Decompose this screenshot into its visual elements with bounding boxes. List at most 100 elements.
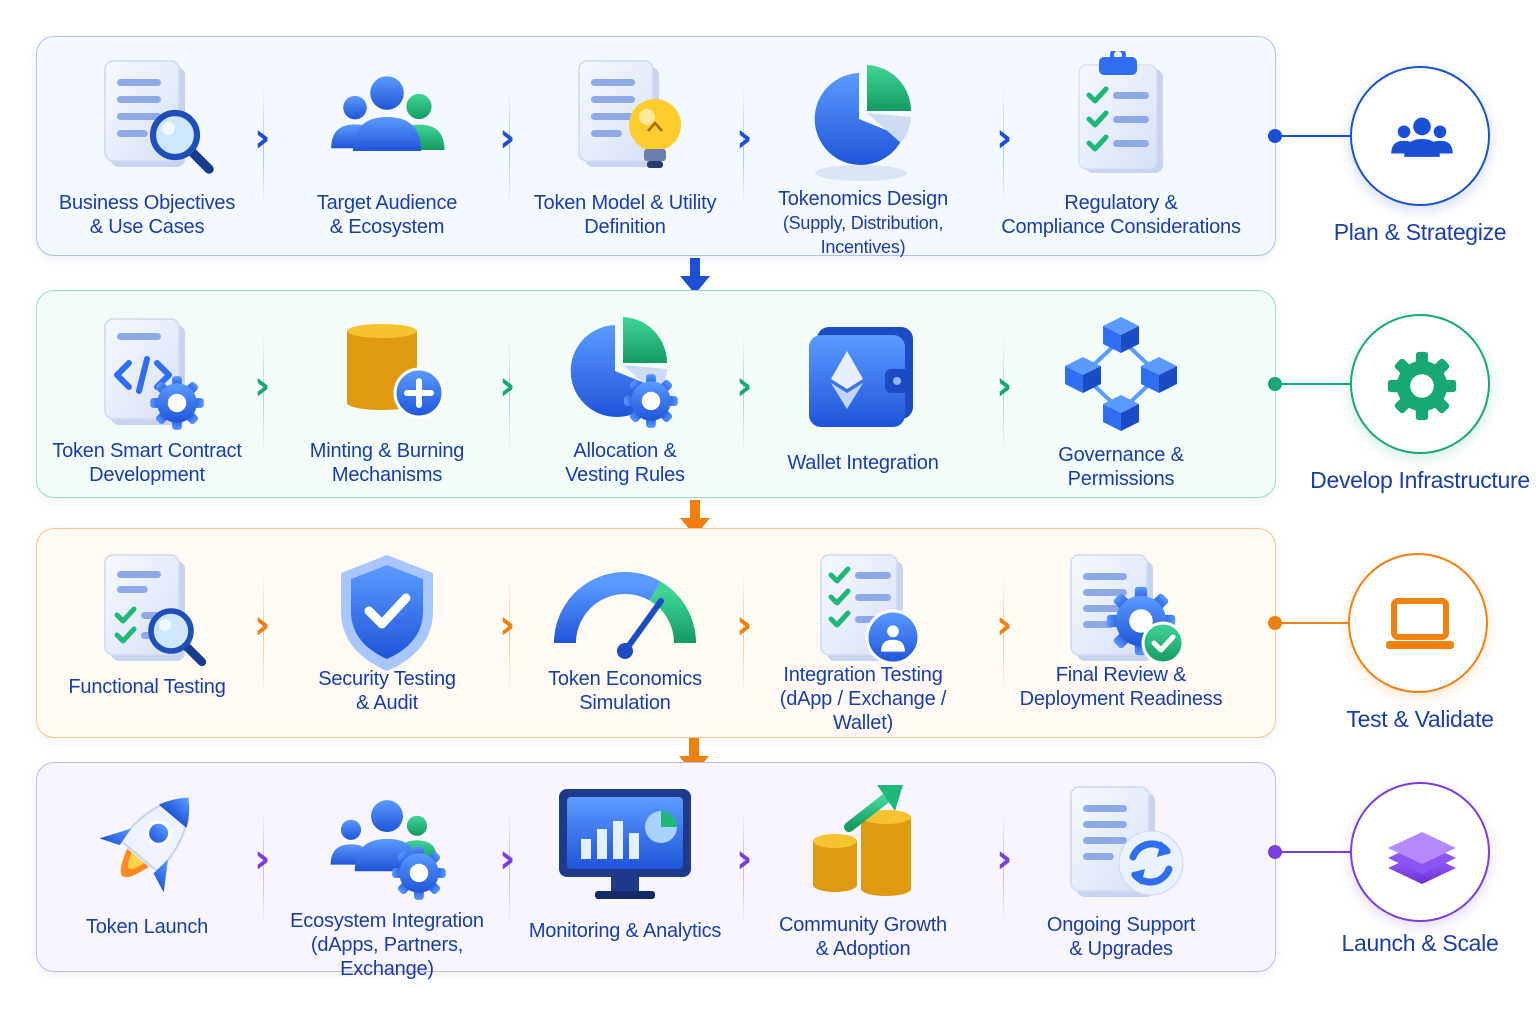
phase-badge-launch <box>1350 782 1490 922</box>
step-divider <box>263 808 264 928</box>
connector-dot <box>1268 616 1282 630</box>
step-label-line: Token Smart Contract <box>52 440 242 462</box>
chevron-right-icon: › <box>499 836 516 882</box>
phase-panel-test: Functional Testing › Security Testing& Au… <box>36 528 1276 738</box>
step-label-line: Target Audience <box>316 192 458 214</box>
step-label-line: & Upgrades <box>1069 938 1173 960</box>
chevron-right-icon: › <box>499 602 516 648</box>
code-document-icon <box>67 305 227 445</box>
phase-badge-test <box>1348 553 1488 693</box>
step-label: Ecosystem Integration(dApps, Partners, E… <box>277 909 497 981</box>
chevron-right-icon: › <box>996 836 1013 882</box>
gauge-icon <box>545 545 705 685</box>
checklist-clipboard-icon <box>1041 51 1201 191</box>
chevron-right-icon: › <box>996 115 1013 161</box>
phase-connector <box>1276 135 1352 137</box>
step-label: Monitoring & Analytics <box>515 919 735 943</box>
phase-title-plan: Plan & Strategize <box>1333 219 1507 245</box>
step-label-line: (Supply, Distribution, Incentives) <box>782 213 944 257</box>
step-label-line: Compliance Considerations <box>1001 216 1241 238</box>
step-label-line: (dApp / Exchange / Wallet) <box>779 688 947 734</box>
pie-chart-icon <box>783 51 943 191</box>
rocket-icon <box>67 777 227 917</box>
step-label: Target Audience& Ecosystem <box>277 191 497 239</box>
step-develop-3: Allocation &Vesting Rules <box>515 291 735 497</box>
phase-badge-develop <box>1350 314 1490 454</box>
step-launch-3: Monitoring & Analytics <box>515 763 735 971</box>
phase-badge-plan <box>1350 66 1490 206</box>
step-test-5: Final Review &Deployment Readiness <box>1001 529 1241 737</box>
document-search-icon <box>67 51 227 191</box>
phase-panel-launch: Token Launch › Ecosystem Integration(dApp… <box>36 762 1276 980</box>
step-label-line: Ongoing Support <box>1046 914 1196 936</box>
step-label: Community Growth& Adoption <box>753 913 973 961</box>
people-gear-icon <box>307 777 467 917</box>
step-launch-1: Token Launch <box>37 763 257 971</box>
step-label-line: Permissions <box>1067 468 1175 490</box>
step-label-line: Token Launch <box>85 916 209 938</box>
step-test-4: Integration Testing(dApp / Exchange / Wa… <box>753 529 973 737</box>
document-lightbulb-icon <box>545 51 705 191</box>
step-divider <box>263 335 264 455</box>
step-divider <box>1003 574 1004 694</box>
step-label-line: Deployment Readiness <box>1019 688 1223 710</box>
step-label-line: Definition <box>584 216 666 238</box>
step-divider <box>509 574 510 694</box>
step-plan-2: Target Audience& Ecosystem <box>277 37 497 255</box>
step-divider <box>263 87 264 207</box>
step-label: Token Launch <box>37 915 257 939</box>
step-label: Regulatory &Compliance Considerations <box>1001 191 1241 239</box>
chevron-right-icon: › <box>996 363 1013 409</box>
step-label-line: Regulatory & <box>1064 192 1178 214</box>
step-divider <box>743 87 744 207</box>
step-label-line: Functional Testing <box>68 676 226 698</box>
phase-title-test: Test & Validate <box>1346 706 1494 732</box>
step-label: Functional Testing <box>37 675 257 699</box>
step-label: Final Review &Deployment Readiness <box>1001 663 1241 711</box>
step-plan-4: Tokenomics Design (Supply, Distribution, … <box>753 37 973 257</box>
shield-check-icon <box>307 545 467 685</box>
step-label: Governance &Permissions <box>1001 443 1241 491</box>
phase-title-launch: Launch & Scale <box>1341 930 1499 956</box>
step-test-2: Security Testing& Audit <box>277 529 497 737</box>
phase-title-develop: Develop Infrastructure <box>1310 467 1530 493</box>
step-label: Wallet Integration <box>753 451 973 475</box>
step-divider <box>1003 335 1004 455</box>
step-label: Tokenomics Design (Supply, Distribution, … <box>753 187 973 259</box>
step-label-line: Business Objectives <box>58 192 236 214</box>
step-divider <box>1003 808 1004 928</box>
chevron-right-icon: › <box>254 363 271 409</box>
arrow-down-icon <box>677 258 713 298</box>
step-label-line: Mechanisms <box>331 464 443 486</box>
step-label-line: & Use Cases <box>89 216 205 238</box>
chevron-right-icon: › <box>499 115 516 161</box>
chevron-right-icon: › <box>736 602 753 648</box>
phase-panel-plan: Business Objectives& Use Cases› Target A… <box>36 36 1276 257</box>
step-divider <box>509 87 510 207</box>
step-develop-4: Wallet Integration <box>753 291 973 497</box>
step-divider <box>509 335 510 455</box>
step-plan-1: Business Objectives& Use Cases <box>37 37 257 255</box>
step-label-line: Tokenomics Design <box>777 188 948 210</box>
arrow-down-icon <box>677 500 713 540</box>
chevron-right-icon: › <box>736 363 753 409</box>
phase-connector <box>1276 622 1352 624</box>
chevron-right-icon: › <box>254 836 271 882</box>
monitor-chart-icon <box>545 777 705 917</box>
coins-growth-icon <box>783 777 943 917</box>
step-launch-2: Ecosystem Integration(dApps, Partners, E… <box>277 763 497 980</box>
chevron-right-icon: › <box>254 115 271 161</box>
step-label: Integration Testing(dApp / Exchange / Wa… <box>753 663 973 735</box>
step-label-line: Wallet Integration <box>787 452 939 474</box>
step-launch-4: Community Growth& Adoption <box>753 763 973 971</box>
connector-dot <box>1268 129 1282 143</box>
step-divider <box>509 808 510 928</box>
step-label: Ongoing Support& Upgrades <box>1001 913 1241 961</box>
